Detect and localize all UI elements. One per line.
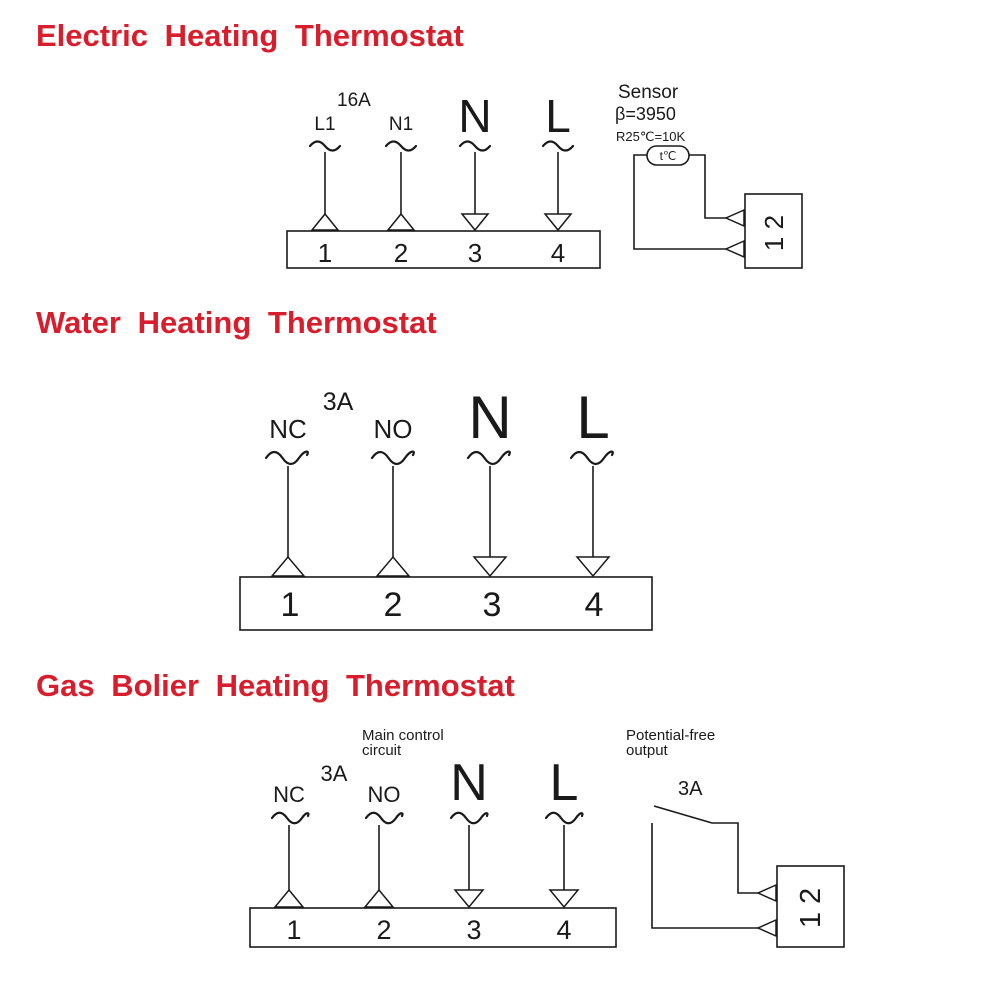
water-label-l: L [576,384,609,451]
gas-output-title-line1: Potential-free [626,727,715,744]
water-section-title: Water Heating Thermostat [36,305,437,340]
water-ac-symbol-3 [466,450,511,466]
gas-ac-symbol-4 [544,811,584,825]
water-arrow-down-4 [575,556,611,578]
gas-main-label-line2: circuit [362,742,402,759]
gas-terminal-block [249,907,617,948]
water-ac-symbol-4 [569,450,614,466]
water-terminal-1: 1 [281,586,300,624]
sensor-terminals: 1 2 [759,215,789,251]
water-label-no: NO [374,414,413,444]
gas-ac-symbol-2 [364,811,404,825]
water-label-nc: NC [269,414,307,444]
gas-label-nc: NC [273,782,305,807]
gas-terminal-1: 1 [286,915,301,945]
water-diagram: 3A NC NO N L 1 2 3 4 [239,384,653,631]
sensor-title: Sensor [618,82,679,103]
electric-terminal-2: 2 [394,238,408,268]
sensor-wire-right [689,154,726,219]
sensor-wire-left [633,154,726,250]
gas-main-label-line1: Main control [362,727,444,744]
electric-ac-symbol-1 [308,140,342,152]
sensor-beta: β=3950 [615,104,676,124]
electric-terminal-3: 3 [468,238,482,268]
electric-diagram: 16A L1 N1 N L 1 2 3 4 Sensor β=3950 R25℃… [286,82,803,269]
water-arrow-up-1 [270,555,306,577]
electric-arrow-down-3 [460,213,490,232]
water-terminal-3: 3 [483,586,502,624]
sensor-terminal-block [744,193,803,269]
gas-output-rating: 3A [678,778,703,800]
electric-rating: 16A [337,90,371,111]
water-terminal-2: 2 [384,586,403,624]
gas-output-arrow-2 [756,918,777,938]
gas-arrow-up-1 [273,888,305,908]
gas-diagram: Main control circuit 3A NC NO N L 1 2 3 … [249,727,845,948]
water-rating: 3A [323,388,354,416]
water-terminal-4: 4 [585,586,604,624]
gas-output-arrow-1 [756,883,777,903]
gas-terminal-4: 4 [556,915,571,945]
gas-output-wire-left [651,823,758,929]
water-arrow-down-3 [472,556,508,578]
sensor-element-label: t℃ [660,149,677,163]
gas-ac-symbol-1 [270,811,310,825]
gas-section-title: Gas Bolier Heating Thermostat [36,668,515,703]
water-ac-symbol-2 [370,450,415,466]
electric-ac-symbol-3 [458,140,492,152]
electric-label-n: N [458,90,491,142]
gas-label-no: NO [368,782,401,807]
electric-arrow-up-1 [310,212,340,231]
electric-label-l1: L1 [314,114,335,135]
electric-ac-symbol-2 [384,140,418,152]
electric-ac-symbol-4 [541,140,575,152]
gas-arrow-down-3 [453,889,485,909]
water-terminal-block [239,576,653,631]
water-arrow-up-2 [375,555,411,577]
electric-label-n1: N1 [389,114,413,135]
electric-section-title: Electric Heating Thermostat [36,18,464,53]
gas-rating: 3A [321,761,348,786]
gas-output-title-line2: output [626,742,669,759]
gas-output-switch-contact [653,805,713,824]
gas-output-terminal-block [776,865,845,948]
gas-label-n: N [450,754,488,812]
electric-label-l: L [545,90,571,142]
electric-terminal-block [286,230,601,269]
sensor-arrow-2 [724,239,745,259]
gas-terminal-2: 2 [376,915,391,945]
sensor-resistance: R25℃=10K [616,129,685,144]
gas-output-terminals: 1 2 [795,888,827,928]
electric-terminal-1: 1 [318,238,332,268]
water-ac-symbol-1 [264,450,309,466]
gas-terminal-3: 3 [466,915,481,945]
gas-output-wire-right [712,822,758,894]
water-label-n: N [468,384,511,451]
electric-terminal-4: 4 [551,238,565,268]
gas-arrow-down-4 [548,889,580,909]
gas-arrow-up-2 [363,888,395,908]
electric-arrow-down-4 [543,213,573,232]
gas-label-l: L [550,754,579,812]
electric-arrow-up-2 [386,212,416,231]
sensor-arrow-1 [724,208,745,228]
gas-ac-symbol-3 [449,811,489,825]
